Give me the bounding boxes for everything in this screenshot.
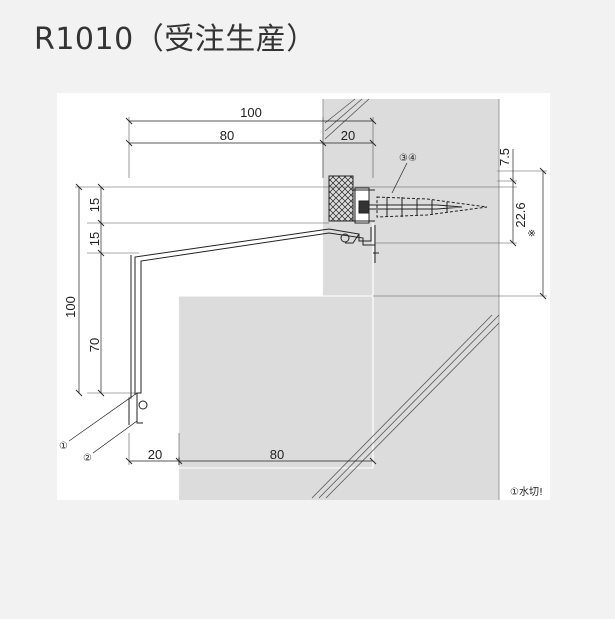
- dim-top-total: 100: [240, 105, 262, 120]
- dim-right-middle: 22.6: [513, 202, 528, 227]
- dim-left-lower: 70: [87, 338, 102, 352]
- sill-profile: [128, 225, 379, 425]
- callout-two: ②: [83, 453, 92, 464]
- dim-top-right: 20: [341, 128, 355, 143]
- wall-lower: [179, 296, 499, 500]
- callout-one: ①: [59, 441, 68, 452]
- dim-right-mark: ※: [527, 229, 538, 237]
- callout-three-four: ③④: [399, 153, 417, 164]
- legend-note: ①水切!: [510, 486, 543, 498]
- section-drawing: 100 80 20 15 15 100 70 20 80 7.5 22.6 ※ …: [57, 93, 550, 500]
- callout-leaders: [68, 162, 408, 454]
- dimension-lines: [78, 120, 544, 465]
- dim-left-middle: 15: [87, 232, 102, 246]
- dimension-ticks: [75, 117, 547, 465]
- anchor-bracket: [353, 187, 488, 224]
- dim-left-total: 100: [63, 296, 78, 318]
- dim-left-upper: 15: [87, 198, 102, 212]
- sealant-block: [328, 175, 354, 222]
- extension-lines: [75, 117, 547, 465]
- break-lines-top: [324, 98, 370, 140]
- dim-bottom-right: 80: [270, 447, 284, 462]
- break-lines-bottom: [311, 314, 500, 499]
- dim-bottom-left: 20: [148, 447, 162, 462]
- dim-top-left: 80: [220, 128, 234, 143]
- dim-right-top: 7.5: [497, 148, 512, 166]
- page-title: R1010（受注生産）: [34, 22, 317, 57]
